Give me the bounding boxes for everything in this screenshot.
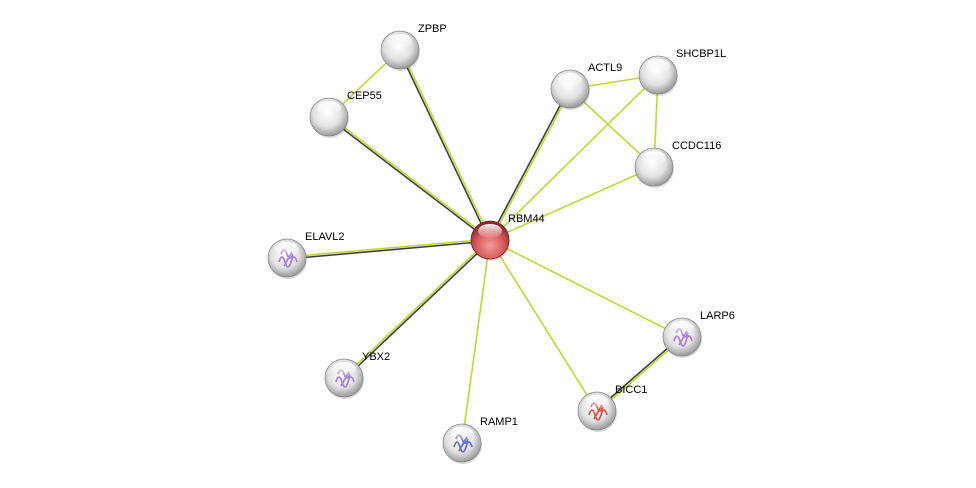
edge-line-dark — [344, 240, 492, 380]
node-label: CEP55 — [347, 90, 382, 102]
node-highlight — [478, 224, 502, 238]
node-ccdc116[interactable]: CCDC116 — [634, 140, 721, 188]
node-highlight — [585, 395, 609, 409]
node-highlight — [332, 362, 356, 376]
node-label: SHCBP1L — [676, 48, 726, 60]
node-highlight — [388, 34, 412, 48]
edge-line-textmining — [400, 49, 492, 240]
edge-rbm44-zpbp[interactable] — [398, 49, 492, 241]
edge-line-textmining — [489, 74, 659, 241]
node-elavl2[interactable]: ELAVL2 — [267, 231, 345, 279]
node-label: YBX2 — [362, 351, 390, 363]
node-highlight — [317, 101, 341, 115]
edge-line-textmining — [489, 239, 598, 412]
node-highlight — [642, 151, 666, 165]
edge-line-dark — [287, 240, 491, 260]
edge-line-dark — [488, 88, 570, 240]
node-label: ELAVL2 — [305, 231, 345, 243]
node-cep55[interactable]: CEP55 — [309, 90, 382, 138]
node-label: BICC1 — [615, 384, 647, 396]
edge-rbm44-larp6[interactable] — [489, 239, 683, 338]
edge-rbm44-bicc1[interactable] — [489, 239, 598, 412]
edge-rbm44-elavl2[interactable] — [286, 238, 491, 260]
edge-line-dark — [327, 117, 490, 242]
node-larp6[interactable]: LARP6 — [662, 310, 735, 358]
node-label: ACTL9 — [588, 62, 622, 74]
edge-line-textmining — [461, 239, 491, 444]
node-bicc1[interactable]: BICC1 — [577, 384, 647, 432]
node-label: ZPBP — [418, 23, 447, 35]
edge-rbm44-shcbp1l[interactable] — [489, 74, 659, 241]
edge-line-textmining — [490, 89, 572, 241]
edge-rbm44-ybx2[interactable] — [342, 238, 492, 380]
node-ramp1[interactable]: RAMP1 — [442, 416, 518, 464]
node-highlight — [558, 73, 582, 87]
edge-line-textmining — [286, 238, 490, 258]
node-highlight — [646, 59, 670, 73]
node-highlight — [670, 321, 694, 335]
node-label: RBM44 — [508, 213, 545, 225]
node-shcbp1l[interactable]: SHCBP1L — [638, 48, 726, 96]
edge-line-textmining — [342, 238, 490, 378]
edge-line-textmining — [489, 239, 683, 338]
node-rbm44[interactable]: RBM44 — [470, 213, 545, 261]
node-actl9[interactable]: ACTL9 — [550, 62, 622, 110]
node-zpbp[interactable]: ZPBP — [380, 23, 447, 71]
node-label: CCDC116 — [672, 140, 721, 152]
edge-line-dark — [398, 50, 490, 241]
edge-rbm44-actl9[interactable] — [488, 88, 572, 241]
node-ybx2[interactable]: YBX2 — [324, 351, 390, 399]
node-label: RAMP1 — [480, 416, 518, 428]
node-highlight — [275, 242, 299, 256]
node-label: LARP6 — [700, 310, 735, 322]
edge-rbm44-ccdc116[interactable] — [489, 166, 655, 241]
edge-line-textmining — [489, 166, 655, 241]
edge-rbm44-cep55[interactable] — [327, 115, 492, 242]
edge-rbm44-ramp1[interactable] — [461, 239, 491, 444]
edge-line-textmining — [329, 115, 492, 240]
node-highlight — [450, 427, 474, 441]
